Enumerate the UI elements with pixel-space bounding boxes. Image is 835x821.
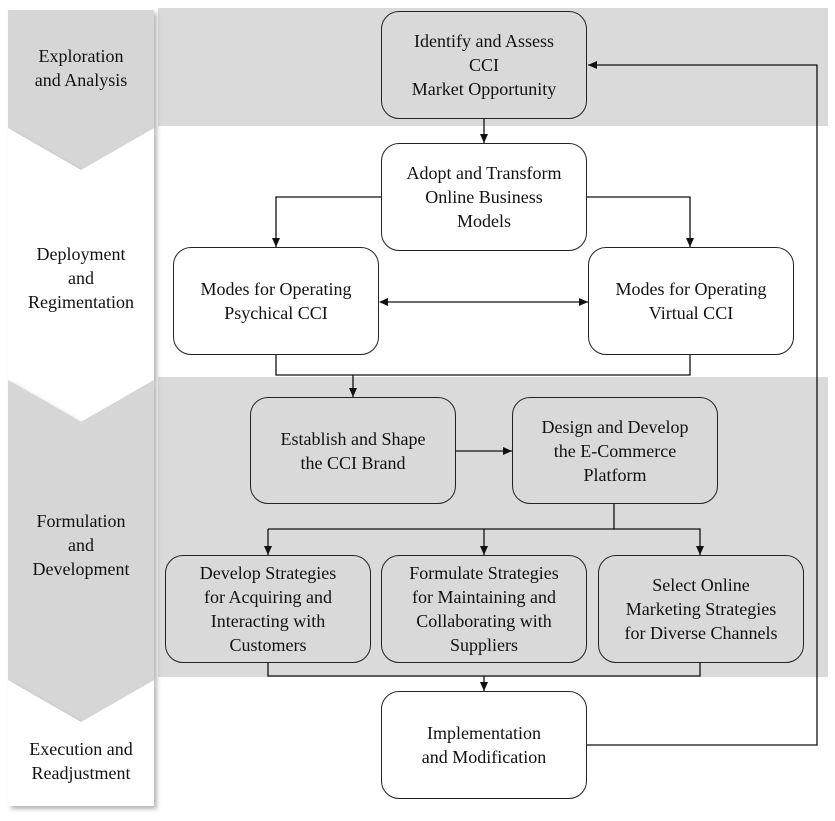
edge-split-marketing — [614, 528, 704, 555]
node-marketing-strategies-text: Select Online Marketing Strategies for D… — [624, 575, 778, 643]
edge-adopt-physical — [272, 196, 382, 247]
node-supplier-strategies-text: Formulate Strategies for Maintaining and… — [409, 563, 559, 655]
node-identify-opportunity: Identify and Assess CCI Market Opportuni… — [381, 11, 587, 119]
node-customer-strategies: Develop Strategies for Acquiring and Int… — [165, 555, 371, 663]
phase-chevron-deployment — [8, 128, 154, 422]
node-implementation: Implementation and Modification — [381, 691, 587, 799]
phase-label-execution: Execution and Readjustment — [29, 739, 133, 783]
node-adopt-business-models-text: Adopt and Transform Online Business Mode… — [406, 163, 562, 231]
node-marketing-strategies: Select Online Marketing Strategies for D… — [598, 555, 804, 663]
node-physical-cci-modes: Modes for Operating Psychical CCI — [173, 247, 379, 355]
node-identify-opportunity-text: Identify and Assess CCI Market Opportuni… — [411, 31, 557, 99]
edge-feedback-loop — [586, 61, 818, 746]
phase-label-formulation: Formulation and Development — [32, 511, 130, 579]
edge-modes-merge — [275, 355, 691, 376]
node-physical-cci-modes-text: Modes for Operating Psychical CCI — [200, 279, 352, 323]
edge-adopt-virtual — [586, 196, 694, 247]
phase-label-exploration: Exploration and Analysis — [34, 46, 128, 90]
node-implementation-text: Implementation and Modification — [421, 723, 547, 767]
node-ecommerce-platform-text: Design and Develop the E-Commerce Platfo… — [541, 416, 689, 485]
node-ecommerce-platform: Design and Develop the E-Commerce Platfo… — [512, 397, 718, 504]
node-virtual-cci-modes: Modes for Operating Virtual CCI — [588, 247, 794, 355]
node-cci-brand-text: Establish and Shape the CCI Brand — [280, 428, 426, 473]
phase-chevron-formulation — [8, 380, 154, 722]
node-adopt-business-models: Adopt and Transform Online Business Mode… — [381, 143, 587, 251]
phase-label-deployment: Deployment and Regimentation — [28, 244, 134, 312]
edge-strategies-merge — [267, 663, 701, 677]
phase-chevron-exploration — [8, 10, 154, 170]
node-virtual-cci-modes-text: Modes for Operating Virtual CCI — [615, 279, 767, 323]
edge-platform-split — [268, 504, 615, 530]
node-customer-strategies-text: Develop Strategies for Acquiring and Int… — [199, 563, 337, 655]
node-cci-brand: Establish and Shape the CCI Brand — [250, 397, 456, 504]
node-supplier-strategies: Formulate Strategies for Maintaining and… — [381, 555, 587, 663]
phase-chevron-execution — [8, 680, 154, 806]
